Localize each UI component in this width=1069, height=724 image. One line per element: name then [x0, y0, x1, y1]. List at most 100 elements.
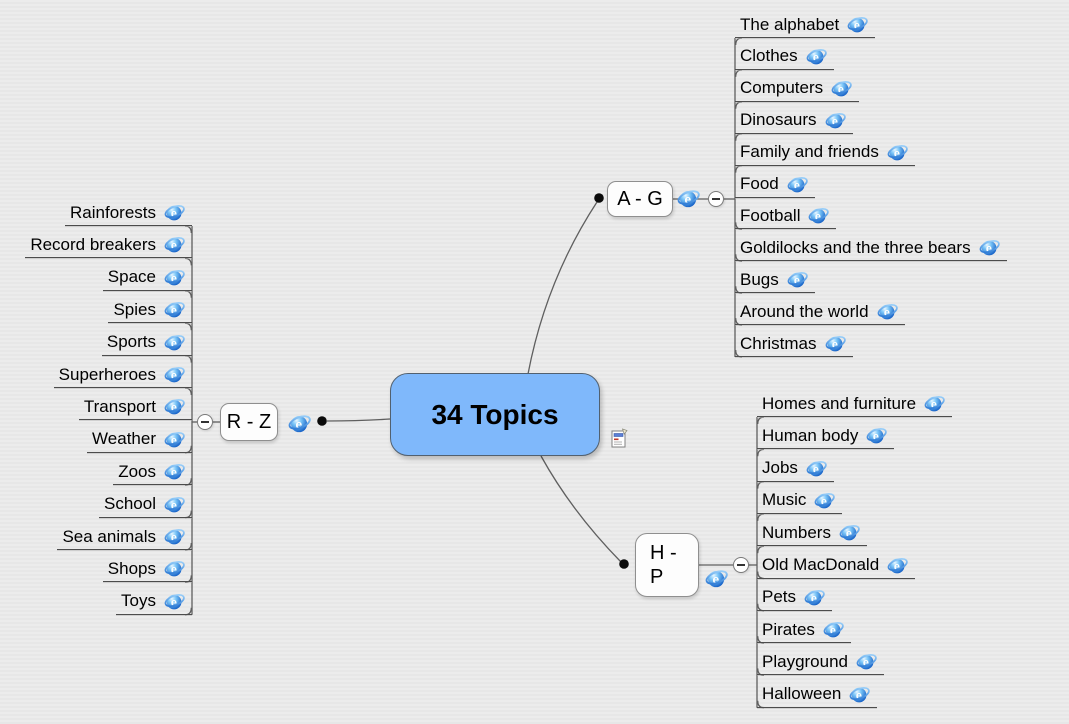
link-icon[interactable]: e: [164, 592, 185, 611]
branch-node-h-p[interactable]: H - P: [635, 533, 699, 597]
collapse-button-a-g[interactable]: [708, 191, 724, 207]
link-icon[interactable]: e: [164, 333, 185, 352]
link-icon[interactable]: e: [164, 365, 185, 384]
link-icon[interactable]: e: [814, 491, 836, 510]
link-icon[interactable]: e: [787, 270, 808, 289]
link-icon[interactable]: e: [849, 685, 871, 704]
connection-dot: [619, 559, 629, 569]
central-topic[interactable]: 34 Topics: [390, 373, 600, 456]
svg-text:e: e: [931, 399, 937, 411]
topic-corner-line: [184, 322, 192, 331]
link-icon[interactable]: e: [164, 430, 185, 449]
topic-item[interactable]: Computers e: [735, 77, 860, 102]
topic-corner-line: [184, 225, 192, 234]
link-icon[interactable]: e: [787, 175, 808, 194]
collapse-button-h-p[interactable]: [733, 557, 749, 573]
link-icon[interactable]: e: [823, 620, 844, 639]
branch-node-a-g[interactable]: A - G: [607, 181, 673, 217]
svg-text:e: e: [846, 528, 852, 540]
link-icon[interactable]: e: [924, 394, 945, 413]
link-icon[interactable]: e: [831, 79, 852, 98]
link-icon[interactable]: e: [164, 268, 185, 287]
link-icon[interactable]: e: [847, 15, 869, 34]
link-icon[interactable]: e: [164, 527, 185, 546]
branch-label-line: P: [650, 566, 664, 588]
link-icon[interactable]: e: [825, 111, 846, 130]
topic-label: Computers: [740, 78, 824, 98]
link-icon[interactable]: e: [806, 459, 827, 478]
branch-link-icon[interactable]: e: [705, 568, 728, 594]
branch-link-icon[interactable]: e: [288, 413, 311, 439]
internet-explorer-icon: e: [164, 205, 185, 221]
link-icon[interactable]: e: [804, 588, 825, 607]
topic-label: Bugs: [740, 269, 779, 289]
link-icon[interactable]: e: [887, 556, 908, 575]
link-icon[interactable]: e: [877, 302, 898, 321]
svg-text:e: e: [815, 211, 821, 223]
link-icon[interactable]: e: [806, 47, 827, 66]
link-icon[interactable]: e: [164, 397, 185, 416]
link-icon[interactable]: e: [887, 143, 908, 162]
link-icon[interactable]: e: [839, 523, 860, 542]
link-icon[interactable]: e: [825, 334, 846, 353]
internet-explorer-icon: e: [825, 336, 846, 352]
collapse-button-r-z[interactable]: [197, 414, 213, 430]
link-icon[interactable]: e: [856, 652, 877, 671]
branch-node-r-z[interactable]: R - Z: [220, 403, 278, 441]
link-icon[interactable]: e: [866, 426, 888, 445]
internet-explorer-icon: e: [924, 396, 945, 412]
link-icon[interactable]: e: [164, 203, 185, 222]
link-icon[interactable]: e: [164, 462, 185, 481]
topic-item[interactable]: Old MacDonald e: [757, 554, 916, 579]
link-icon[interactable]: e: [164, 495, 185, 514]
svg-text:e: e: [838, 84, 844, 96]
link-icon[interactable]: e: [979, 238, 1000, 257]
svg-text:e: e: [831, 339, 837, 351]
internet-explorer-icon: e: [164, 302, 185, 318]
link-icon[interactable]: e: [164, 235, 185, 254]
link-icon[interactable]: e: [164, 300, 185, 319]
internet-explorer-icon: e: [809, 208, 830, 224]
topic-label: Old MacDonald: [762, 555, 880, 574]
internet-explorer-icon: e: [804, 589, 825, 606]
branch-link-icon[interactable]: e: [677, 188, 700, 214]
topic-label: Food: [740, 174, 779, 193]
link-icon[interactable]: e: [808, 206, 830, 225]
notes-icon[interactable]: [609, 427, 629, 455]
internet-explorer-icon: e: [164, 593, 185, 610]
link-icon[interactable]: e: [164, 559, 185, 578]
topic-label: Sports: [106, 332, 156, 352]
